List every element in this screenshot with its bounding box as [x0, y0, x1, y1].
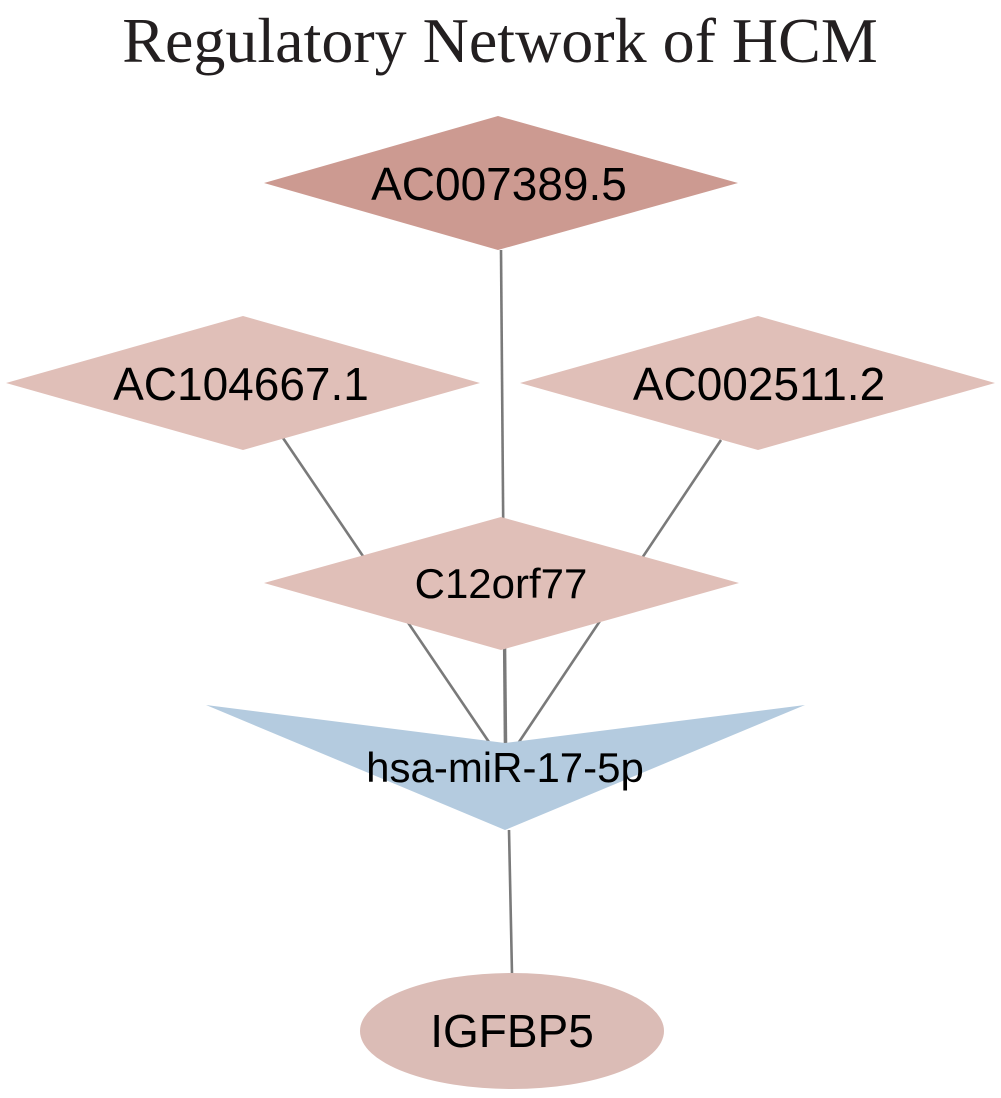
node-igfbp5-label: IGFBP5	[430, 1005, 594, 1057]
node-ac002511[interactable]: AC002511.2	[520, 316, 995, 450]
node-igfbp5[interactable]: IGFBP5	[360, 973, 664, 1089]
node-ac104667[interactable]: AC104667.1	[6, 316, 480, 450]
edge-c12orf77-mir17	[503, 647, 508, 749]
node-ac002511-shape	[520, 316, 995, 450]
node-c12orf77[interactable]: C12orf77	[264, 517, 739, 650]
edge-mir17-igfbp5	[507, 829, 514, 975]
node-ac104667-label: AC104667.1	[113, 358, 369, 410]
node-ac007389-shape	[264, 116, 738, 250]
node-ac007389-label: AC007389.5	[371, 158, 627, 210]
diagram-title: Regulatory Network of HCM	[122, 5, 877, 76]
node-mir17-shape	[206, 705, 805, 830]
node-mir17[interactable]: hsa-miR-17-5p	[206, 705, 805, 830]
node-ac104667-shape	[6, 316, 480, 450]
node-ac007389[interactable]: AC007389.5	[264, 116, 738, 250]
node-igfbp5-shape	[360, 973, 664, 1089]
node-c12orf77-label: C12orf77	[415, 560, 588, 607]
node-ac002511-label: AC002511.2	[633, 358, 885, 410]
node-c12orf77-shape	[264, 517, 739, 650]
node-mir17-label: hsa-miR-17-5p	[366, 744, 644, 791]
